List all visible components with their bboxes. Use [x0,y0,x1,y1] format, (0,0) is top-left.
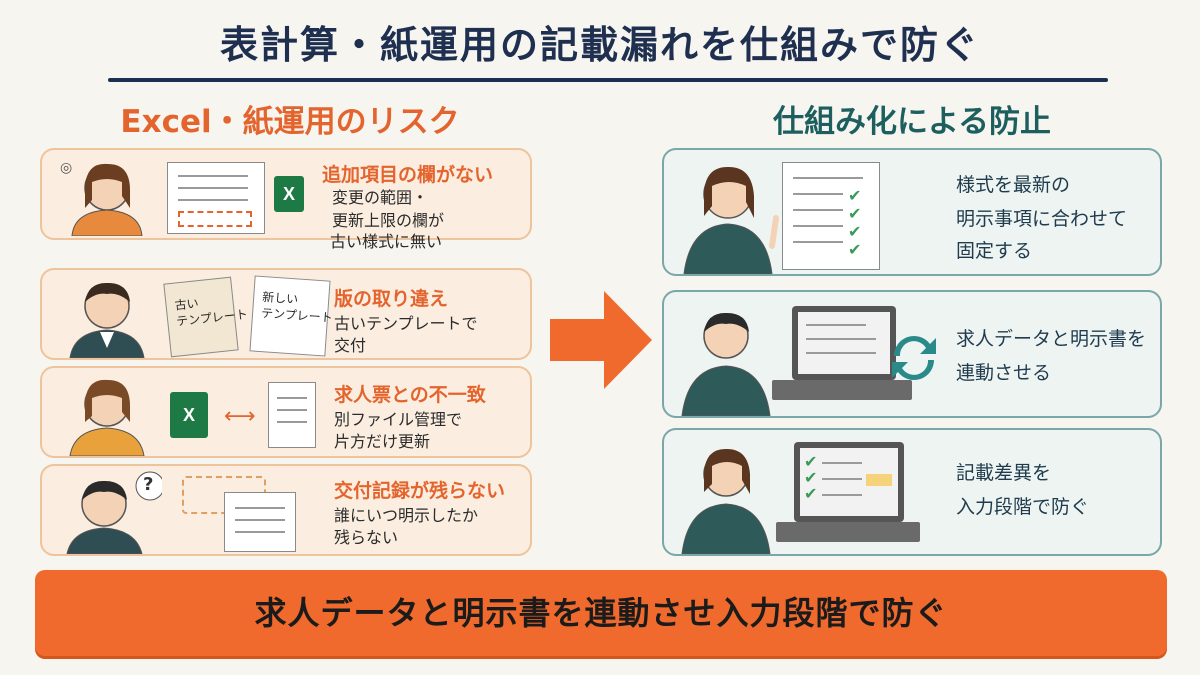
risk-card-version-mixup: 古い テンプレート 新しい テンプレート 版の取り違え 古いテンプレートで 交付 [40,268,532,360]
old-template-doc: 古い テンプレート [163,276,248,358]
check-icon: ✔ [848,240,862,259]
check-icon: ✔ [848,186,862,205]
laptop-base [776,522,920,542]
risk-card-missing-field: ◎ X 追加項目の欄がない 変更の範囲・ 更新上限の欄が [40,148,532,240]
risk-text-line: 誰にいつ明示したか [334,506,479,525]
sync-icon [892,336,936,380]
excel-icon: X [274,176,304,212]
puzzled-man-icon [66,471,162,554]
laptop-screen [794,442,904,522]
new-template-doc: 新しい テンプレート [249,275,333,357]
svg-text:◎: ◎ [60,160,72,176]
solution-card-input-check: ✔ ✔ ✔ 記載差異を 入力段階で防ぐ [662,428,1162,556]
job-posting-doc [268,382,316,448]
mismatch-arrow-icon: ⟷ [224,404,256,429]
arrow-right-icon [550,291,652,389]
pointing-woman-icon [683,166,779,274]
solution-text-line: 求人データと明示書を [956,328,1147,350]
left-heading: Excel・紙運用のリスク [120,104,460,140]
fixed-form-doc [782,162,880,270]
check-icon: ✔ [804,452,818,471]
laptop-screen [792,306,896,380]
check-icon: ✔ [804,484,818,503]
solution-text-line: 連動させる [956,362,1052,384]
solution-text-line: 入力段階で防ぐ [956,496,1090,518]
risk-text-line: 残らない [334,528,399,547]
worried-woman-icon: ◎ [60,160,143,236]
solution-card-sync: 求人データと明示書を 連動させる [662,290,1162,418]
question-icon: ? [143,474,154,495]
risk-card-mismatch: X ⟷ 求人票との不一致 別ファイル管理で 片方だけ更新 [40,366,532,458]
risk-text-line: 変更の範囲・ [332,188,429,207]
risk-title: 求人票との不一致 [334,384,486,406]
old-form-doc [167,162,265,234]
summary-banner: 求人データと明示書を連動させ入力段階で防ぐ [35,570,1167,656]
confused-man-icon [69,282,145,358]
risk-title: 版の取り違え [334,288,449,310]
risk-text-line: 交付 [334,336,367,355]
risk-title: 交付記録が残らない [334,480,506,502]
risk-text-line: 別ファイル管理で [334,410,463,429]
stacked-docs [224,492,296,552]
check-icon: ✔ [848,204,862,223]
man-at-laptop-icon [681,312,771,416]
risk-card-no-record: ? 交付記録が残らない 誰にいつ明示したか 残らない [40,464,532,556]
title-underline [108,78,1108,82]
solution-text-line: 明示事項に合わせて [956,208,1128,230]
check-icon: ✔ [848,222,862,241]
laptop-base [772,380,912,400]
smiling-woman-icon [681,448,771,554]
right-heading: 仕組み化による防止 [772,104,1052,140]
banner-text: 求人データと明示書を連動させ入力段階で防ぐ [254,594,948,632]
thinking-woman-icon [69,379,145,456]
page-title: 表計算・紙運用の記載漏れを仕組みで防ぐ [219,23,980,67]
check-icon: ✔ [804,468,818,487]
solution-text-line: 様式を最新の [956,174,1071,196]
solution-card-fixed-form: ✔ ✔ ✔ ✔ 様式を最新の 明示事項に合わせて 固定する [662,148,1162,276]
risk-text-line: 更新上限の欄が [332,211,445,230]
risk-title: 追加項目の欄がない [322,164,494,186]
risk-text-line: 古いテンプレートで [334,314,478,333]
risk-text-line: 片方だけ更新 [334,432,431,451]
solution-text-line: 記載差異を [956,462,1052,484]
risk-text-line: 古い様式に無い [330,232,443,251]
excel-file-icon: X [170,392,208,438]
solution-text-line: 固定する [956,240,1033,262]
